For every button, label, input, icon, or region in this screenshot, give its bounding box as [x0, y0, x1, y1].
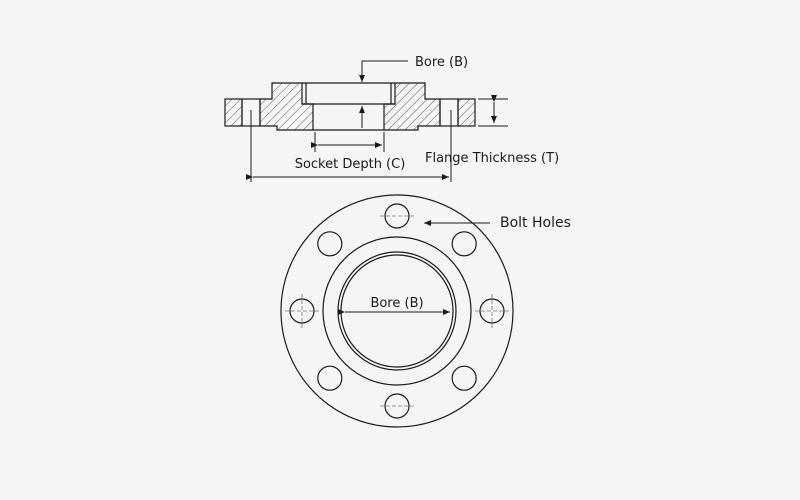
bore-circle-inner — [340, 254, 454, 368]
front-view — [280, 194, 514, 428]
label-socket-depth: Socket Depth (C) — [295, 157, 406, 172]
bolt-hole — [451, 365, 477, 391]
bolt-hole — [384, 393, 410, 419]
label-flange-thickness: Flange Thickness (T) — [425, 151, 559, 166]
bolt-hole — [317, 365, 343, 391]
bolt-hole — [317, 231, 343, 257]
bolt-holes — [285, 203, 509, 419]
bore-leader — [359, 60, 408, 82]
bolt-hole — [451, 231, 477, 257]
bolt-hole — [384, 203, 410, 229]
outer-circle — [280, 194, 514, 428]
hub-left-section — [259, 82, 314, 131]
bore-circle-outer — [337, 251, 457, 371]
bolt-hole — [479, 298, 505, 324]
side-section-view — [224, 60, 508, 182]
label-bore-front: Bore (B) — [370, 296, 423, 311]
flange-left-block — [224, 98, 243, 127]
label-bore-top: Bore (B) — [415, 55, 468, 70]
bolt-hole-gap-right — [439, 98, 459, 127]
flange-right-block — [457, 98, 476, 127]
hub-right-section — [383, 82, 441, 131]
hub-circle — [322, 236, 472, 386]
label-bolt-holes: Bolt Holes — [500, 215, 571, 231]
bolt-hole — [289, 298, 315, 324]
